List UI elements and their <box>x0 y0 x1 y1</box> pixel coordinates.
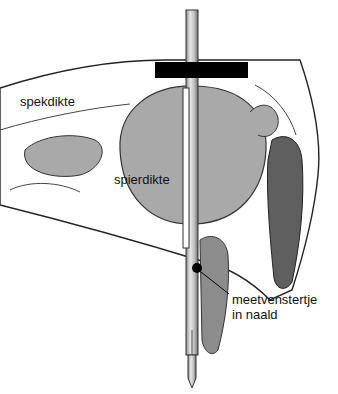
muscle-small <box>25 136 103 177</box>
region-label: spierdikte <box>114 172 180 187</box>
needle-slot <box>183 88 189 248</box>
probe-plate <box>155 62 248 78</box>
fat-seam <box>10 183 80 192</box>
region-label: spekdikte <box>20 94 110 109</box>
needle-seam <box>192 330 193 355</box>
needle-tip <box>188 355 196 388</box>
rib-bone <box>267 137 302 289</box>
fat-layer <box>0 60 319 300</box>
measuring-window <box>192 263 202 273</box>
leader-line <box>201 272 229 294</box>
lobe <box>200 236 229 353</box>
callout-label: meetvenstertje in naald <box>232 292 330 322</box>
muscle-small <box>250 105 278 136</box>
